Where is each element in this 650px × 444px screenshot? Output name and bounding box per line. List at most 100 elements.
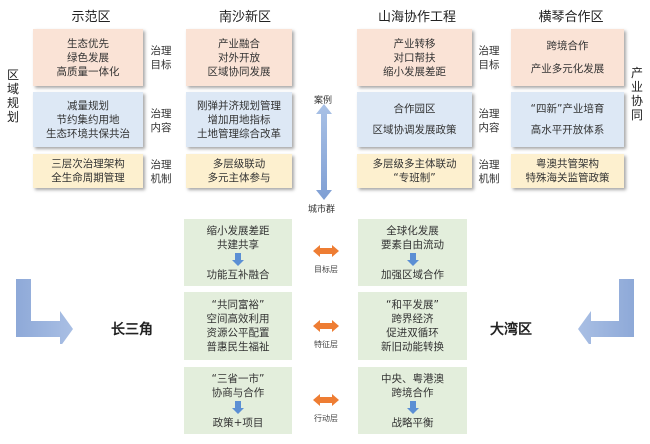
box-line: 全球化发展 bbox=[386, 224, 439, 237]
nansha-goal-box: 产业融合 对外开放 区域协同发展 bbox=[186, 29, 292, 86]
l-arrow-left-icon bbox=[578, 279, 634, 344]
box-line: 特殊海关监管政策 bbox=[525, 172, 610, 184]
box-line: 普惠民生福祉 bbox=[206, 341, 270, 353]
box-line: 生态环境共保共治 bbox=[46, 127, 130, 140]
shanhai-mechanism-box: 多层级多主体联动 “专班制” bbox=[357, 154, 472, 188]
row-label-mechanism-right: 治理 机制 bbox=[476, 158, 502, 186]
label-line: 治理 bbox=[478, 45, 500, 57]
label-line: 内容 bbox=[150, 122, 172, 134]
gba-goal-box: 全球化发展 要素自由流动 加强区域合作 bbox=[358, 219, 467, 286]
box-line: 土地管理综合改革 bbox=[197, 127, 281, 140]
box-line: “三省一市” bbox=[211, 372, 265, 385]
hengqin-goal-box: 跨境合作 产业多元化发展 bbox=[511, 29, 624, 86]
column-title-hengqin: 横琴合作区 bbox=[538, 10, 604, 25]
box-line: 三层次治理架构 bbox=[51, 158, 125, 170]
gba-action-box: 中央、粤港澳 跨境合作 战略平衡 bbox=[358, 367, 467, 434]
label-line: 治理 bbox=[478, 108, 500, 120]
box-line: 跨界经济 bbox=[391, 313, 434, 325]
bidirectional-arrow-icon bbox=[313, 245, 339, 257]
hengqin-content-box: “四新”产业培育 高水平开放体系 bbox=[511, 92, 624, 147]
box-line: 新旧动能转换 bbox=[381, 341, 444, 353]
box-line: 合作园区 bbox=[393, 102, 436, 115]
yrd-goal-box: 缩小发展差距 共建共享 功能互补融合 bbox=[184, 219, 292, 286]
layer-label-goal: 目标层 bbox=[314, 265, 338, 274]
box-line: 多元主体参与 bbox=[207, 172, 271, 184]
shanhai-goal-box: 产业转移 对口帮扶 缩小发展差距 bbox=[357, 29, 472, 86]
box-line: 减量规划 bbox=[67, 99, 109, 112]
box-line: 增加用地指标 bbox=[207, 113, 271, 126]
row-label-goal-right: 治理 目标 bbox=[476, 44, 502, 72]
layer-label-feature: 特征层 bbox=[314, 340, 338, 349]
bidirectional-vertical-arrow-icon bbox=[316, 104, 332, 200]
row-label-content-left: 治理 内容 bbox=[148, 107, 174, 135]
label-line: 目标 bbox=[150, 59, 172, 71]
box-line: “四新”产业培育 bbox=[530, 102, 605, 115]
label-line: 治理 bbox=[150, 45, 172, 57]
row-label-mechanism-left: 治理 机制 bbox=[148, 158, 174, 186]
gba-feature-box: “和平发展” 跨界经济 促进双循环 新旧动能转换 bbox=[358, 292, 467, 360]
box-line: 多层级联动 bbox=[212, 158, 266, 170]
down-arrow-icon bbox=[406, 400, 419, 414]
label-line: 内容 bbox=[478, 122, 500, 134]
column-title-shifanqu: 示范区 bbox=[71, 10, 111, 25]
bidirectional-arrow-icon bbox=[313, 320, 339, 332]
box-line: 协商与合作 bbox=[211, 386, 265, 399]
shifanqu-content-box: 减量规划 节约集约用地 生态环境共保共治 bbox=[33, 92, 143, 147]
gba-label: 大湾区 bbox=[490, 322, 532, 338]
box-line: 中央、粤港澳 bbox=[381, 372, 444, 385]
char: 区 bbox=[6, 68, 19, 82]
label-line: 治理 bbox=[150, 108, 172, 120]
box-line: 绿色发展 bbox=[67, 51, 109, 64]
box-line: 资源公平配置 bbox=[206, 327, 270, 339]
label-line: 机制 bbox=[150, 173, 172, 185]
row-label-content-right: 治理 内容 bbox=[476, 107, 502, 135]
box-line: 区域协调发展政策 bbox=[372, 124, 457, 137]
l-arrow-right-icon bbox=[16, 279, 73, 344]
label-line: 机制 bbox=[478, 173, 500, 185]
box-line: 跨境合作 bbox=[391, 386, 434, 399]
char: 产 bbox=[630, 66, 643, 80]
box-line: 政策+项目 bbox=[212, 416, 264, 429]
yrd-label: 长三角 bbox=[111, 322, 153, 338]
box-line: 全生命周期管理 bbox=[51, 172, 125, 184]
char: 规 bbox=[6, 96, 19, 110]
axis-bottom-label: 城市群 bbox=[308, 205, 336, 215]
box-line: 产业转移 bbox=[393, 37, 436, 50]
box-line: 加强区域合作 bbox=[381, 268, 444, 281]
box-line: “和平发展” bbox=[386, 299, 439, 311]
box-line: 对外开放 bbox=[218, 51, 260, 64]
label-line: 治理 bbox=[478, 159, 500, 171]
box-line: 粤澳共管架构 bbox=[536, 158, 599, 170]
column-title-nansha: 南沙新区 bbox=[218, 10, 271, 25]
box-line: 节约集约用地 bbox=[56, 113, 120, 126]
industrial-synergy-label: 产 业 协 同 bbox=[630, 66, 644, 122]
box-line: 功能互补融合 bbox=[206, 268, 270, 281]
label-line: 治理 bbox=[150, 159, 172, 171]
down-arrow-icon bbox=[232, 400, 244, 414]
box-line: 多层级多主体联动 bbox=[372, 158, 457, 170]
box-line: 产业多元化发展 bbox=[530, 62, 605, 75]
box-line: 区域协同发展 bbox=[207, 65, 271, 78]
char: 协 bbox=[630, 94, 643, 108]
shifanqu-mechanism-box: 三层次治理架构 全生命周期管理 bbox=[33, 154, 143, 188]
down-arrow-icon bbox=[406, 252, 419, 266]
box-line: 共建共享 bbox=[217, 238, 259, 251]
box-line: 促进双循环 bbox=[386, 327, 439, 339]
box-line: 高质量一体化 bbox=[56, 65, 120, 78]
layer-label-action: 行动层 bbox=[314, 414, 338, 423]
box-line: 高水平开放体系 bbox=[530, 124, 605, 137]
shifanqu-goal-box: 生态优先 绿色发展 高质量一体化 bbox=[33, 29, 143, 86]
char: 划 bbox=[6, 110, 19, 124]
char: 业 bbox=[630, 80, 643, 94]
box-line: 战略平衡 bbox=[391, 416, 434, 429]
char: 域 bbox=[6, 82, 19, 96]
box-line: 生态优先 bbox=[67, 37, 109, 50]
box-line: 要素自由流动 bbox=[381, 238, 444, 251]
box-line: 缩小发展差距 bbox=[383, 65, 446, 78]
bidirectional-arrow-icon bbox=[313, 394, 339, 406]
nansha-content-box: 刚弹并济规划管理 增加用地指标 土地管理综合改革 bbox=[186, 92, 292, 147]
shanhai-content-box: 合作园区 区域协调发展政策 bbox=[357, 92, 472, 147]
box-line: 产业融合 bbox=[218, 37, 260, 50]
yrd-feature-box: “共同富裕” 空间高效利用 资源公平配置 普惠民生福祉 bbox=[184, 292, 292, 360]
row-label-goal-left: 治理 目标 bbox=[148, 44, 174, 72]
